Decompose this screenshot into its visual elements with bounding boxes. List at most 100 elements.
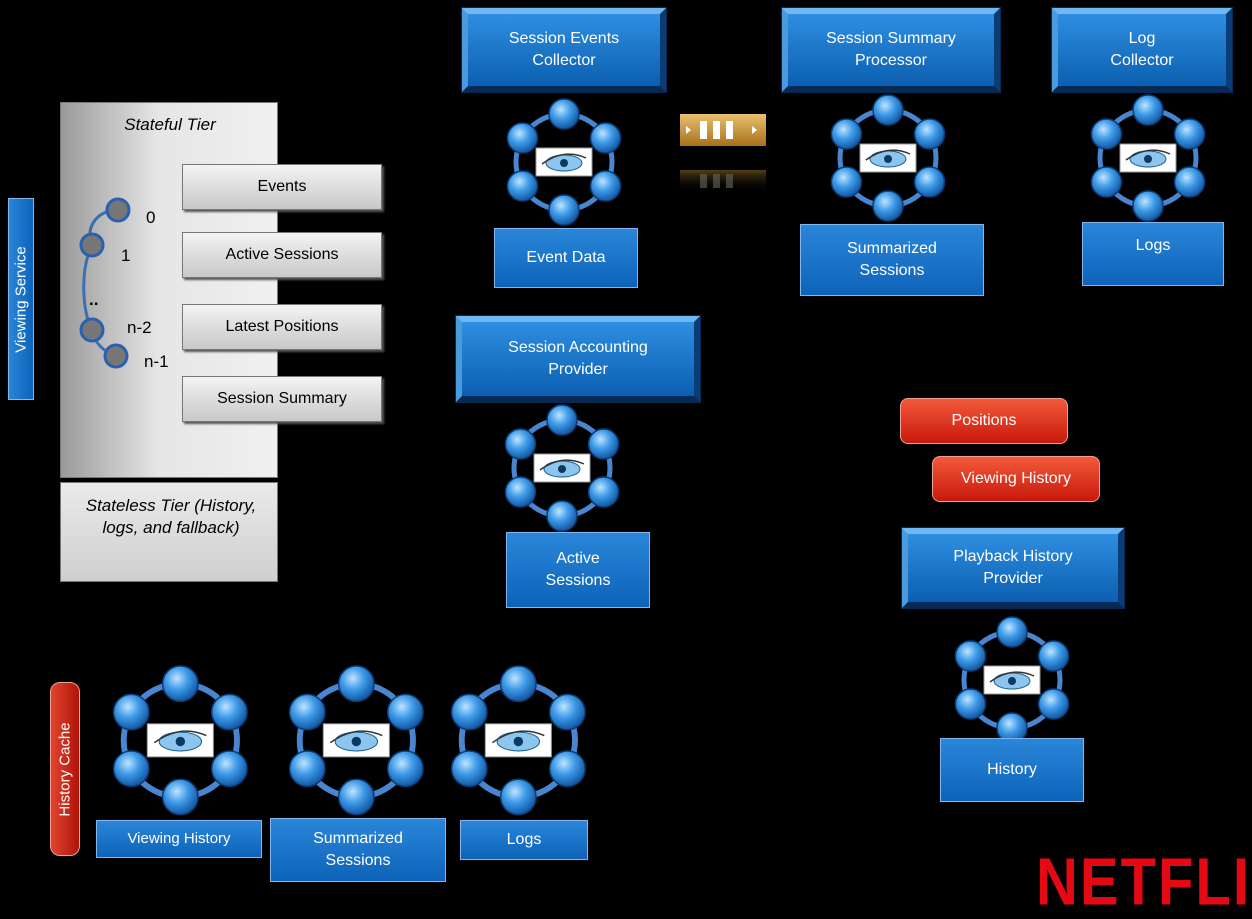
ring-node — [1132, 190, 1164, 222]
ring-node — [954, 688, 987, 720]
eye-pupil — [884, 155, 892, 163]
label-summarized-sessions-bottom: Summarized Sessions — [270, 818, 446, 882]
session-events-collector: Session Events Collector — [462, 8, 666, 92]
log-collector: Log Collector — [1052, 8, 1232, 92]
eye-lash — [491, 729, 545, 743]
ring-node — [450, 693, 488, 731]
ring-node — [499, 664, 537, 702]
ring-node — [210, 693, 248, 731]
eye-pupil — [175, 736, 185, 746]
ring-node — [1090, 166, 1123, 198]
node-label-0: 0 — [146, 208, 156, 227]
ring-node — [506, 122, 539, 154]
ring-session-events — [506, 98, 622, 226]
stateful-tier-title: Stateful Tier — [124, 115, 216, 134]
ring-node — [1173, 118, 1206, 150]
label-history: History — [940, 738, 1084, 802]
label-summarized-sessions-top: Summarized Sessions — [800, 224, 984, 296]
viewing-service-label: Viewing Service — [8, 198, 34, 400]
ring-node — [589, 122, 622, 154]
store-session-summary: Session Summary — [182, 376, 382, 422]
netflix-logo: NETFLIX — [1036, 844, 1252, 919]
ring-node — [337, 664, 375, 702]
ring-node — [112, 749, 150, 787]
stateless-tier-text: Stateless Tier (History, logs, and fallb… — [85, 496, 257, 537]
ring-node — [913, 118, 946, 150]
ring-node — [506, 170, 539, 202]
ring-node — [1037, 640, 1070, 672]
playback-history-provider: Playback History Provider — [902, 528, 1124, 608]
node-n-2 — [79, 317, 105, 343]
node-1 — [79, 232, 105, 258]
ring-node — [587, 476, 620, 508]
ring-node — [288, 749, 326, 787]
ring-node — [913, 166, 946, 198]
ring-node — [548, 98, 580, 130]
eye-lash — [153, 729, 207, 743]
eye-pupil — [560, 159, 568, 167]
ring-node — [546, 404, 578, 436]
ring-node — [996, 616, 1028, 648]
label-logs-bottom: Logs — [460, 820, 588, 860]
store-latest-positions: Latest Positions — [182, 304, 382, 350]
eye-pupil — [351, 736, 361, 746]
ring-node — [546, 500, 578, 532]
ring-node — [499, 778, 537, 816]
session-summary-processor: Session Summary Processor — [782, 8, 1000, 92]
ring-node — [386, 693, 424, 731]
eye-lash — [1125, 149, 1171, 161]
label-active-sessions: Active Sessions — [506, 532, 650, 608]
ring-log-collector — [1090, 94, 1206, 222]
ring-node — [587, 428, 620, 460]
ring-node — [337, 778, 375, 816]
eye-lash — [539, 459, 585, 471]
ring-node — [161, 778, 199, 816]
ring-node — [548, 749, 586, 787]
eye-pupil — [513, 736, 523, 746]
eye-lash — [989, 671, 1035, 683]
ring-history-cache-summarized — [288, 664, 424, 816]
eye-lash — [865, 149, 911, 161]
ring-node — [1132, 94, 1164, 126]
ring-node — [872, 190, 904, 222]
ring-session-accounting — [504, 404, 620, 532]
eye-pupil — [1144, 155, 1152, 163]
ring-session-summary — [830, 94, 946, 222]
store-active-sessions: Active Sessions — [182, 232, 382, 278]
ring-node — [548, 194, 580, 226]
ring-node — [161, 664, 199, 702]
node-label-1: 1 — [121, 246, 131, 265]
node-label-dots: .. — [89, 290, 99, 309]
ring-node — [830, 166, 863, 198]
label-logs-top: Logs — [1082, 222, 1224, 286]
ring-node — [504, 476, 537, 508]
stateless-tier-panel: Stateless Tier (History, logs, and fallb… — [60, 482, 278, 582]
ring-node — [872, 94, 904, 126]
eye-lash — [541, 153, 587, 165]
node-0 — [105, 197, 131, 223]
node-label-n-1: n-1 — [144, 352, 169, 371]
ring-node — [504, 428, 537, 460]
label-event-data: Event Data — [494, 228, 638, 288]
node-label-n-2: n-2 — [127, 318, 152, 337]
ring-node — [548, 693, 586, 731]
ring-node — [1090, 118, 1123, 150]
eye-pupil — [558, 465, 566, 473]
store-events: Events — [182, 164, 382, 210]
viewing-history-box: Viewing History — [932, 456, 1100, 502]
eye-pupil — [1008, 677, 1016, 685]
ring-node — [589, 170, 622, 202]
session-accounting-provider: Session Accounting Provider — [456, 316, 700, 402]
ring-node — [210, 749, 248, 787]
ring-node — [1037, 688, 1070, 720]
positions-box: Positions — [900, 398, 1068, 444]
ring-node — [1173, 166, 1206, 198]
eye-lash — [329, 729, 383, 743]
ring-node — [386, 749, 424, 787]
node-n-1 — [103, 343, 129, 369]
label-viewing-history-bottom: Viewing History — [96, 820, 262, 858]
ring-node — [288, 693, 326, 731]
ring-node — [830, 118, 863, 150]
queue-icon — [680, 114, 766, 192]
ring-history-cache-logs — [450, 664, 586, 816]
